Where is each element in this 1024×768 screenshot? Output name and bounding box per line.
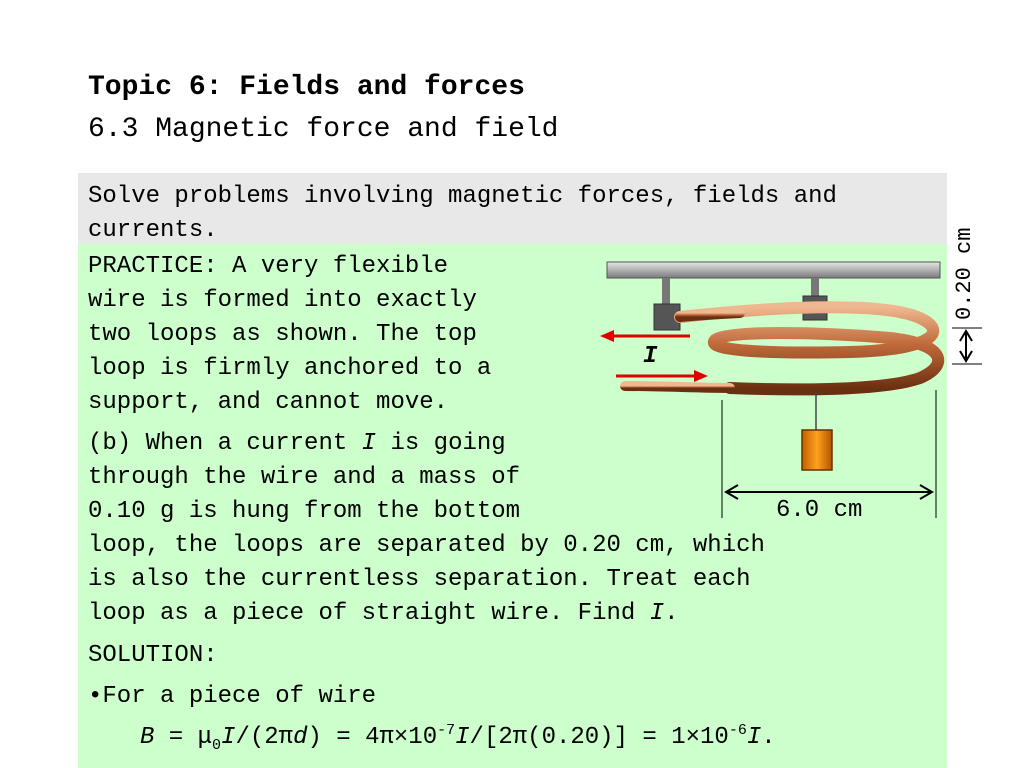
practice-line: PRACTICE: A very flexible — [88, 253, 449, 280]
part-b-line: 0.10 g is hung from the bottom — [88, 498, 521, 525]
vertical-dimension-label: 0.20 cm — [952, 227, 977, 320]
solution-label: SOLUTION: — [88, 642, 218, 669]
part-b-line: loop as a piece of straight wire. Find I… — [88, 600, 679, 627]
part-b-line: loop, the loops are separated by 0.20 cm… — [88, 532, 765, 559]
vertical-dimension-arrowhead — [959, 350, 973, 363]
part-b-line: (b) When a current I is going — [88, 430, 506, 457]
objective-box — [78, 173, 947, 244]
slide-title: Topic 6: Fields and forces — [88, 72, 525, 103]
practice-line: support, and cannot move. — [88, 389, 449, 416]
practice-line: wire is formed into exactly — [88, 287, 477, 314]
part-b-line: through the wire and a mass of — [88, 464, 521, 491]
support-bar — [606, 261, 941, 279]
practice-line: two loops as shown. The top — [88, 321, 477, 348]
wire-bottom-lead — [620, 381, 735, 393]
part-b-line: is also the currentless separation. Trea… — [88, 566, 751, 593]
objective-text: Solve problems involving magnetic forces… — [88, 183, 837, 244]
vertical-dimension-arrowhead — [959, 329, 973, 342]
wire-loops-diagram — [600, 261, 982, 518]
clamp-rod — [662, 278, 670, 308]
horizontal-dimension-arrowhead — [724, 484, 739, 500]
horizontal-dimension-label: 6.0 cm — [776, 497, 863, 524]
wire-top-loop — [674, 301, 945, 396]
horizontal-dimension-arrowhead — [919, 484, 934, 500]
hanging-mass — [801, 429, 833, 471]
practice-line: loop is firmly anchored to a — [88, 355, 492, 382]
clamp-rod — [811, 278, 819, 298]
current-arrow-right-head — [694, 370, 708, 382]
current-label: I — [643, 343, 658, 370]
solution-bullet: •For a piece of wire — [88, 683, 377, 710]
wire-top-lead — [675, 308, 745, 322]
current-arrow-left-head — [600, 330, 614, 342]
field-equation: B = μ0I/(2πd) = 4π×10-7I/[2π(0.20)] = 1×… — [140, 722, 776, 754]
slide-subtitle: 6.3 Magnetic force and field — [88, 114, 559, 145]
